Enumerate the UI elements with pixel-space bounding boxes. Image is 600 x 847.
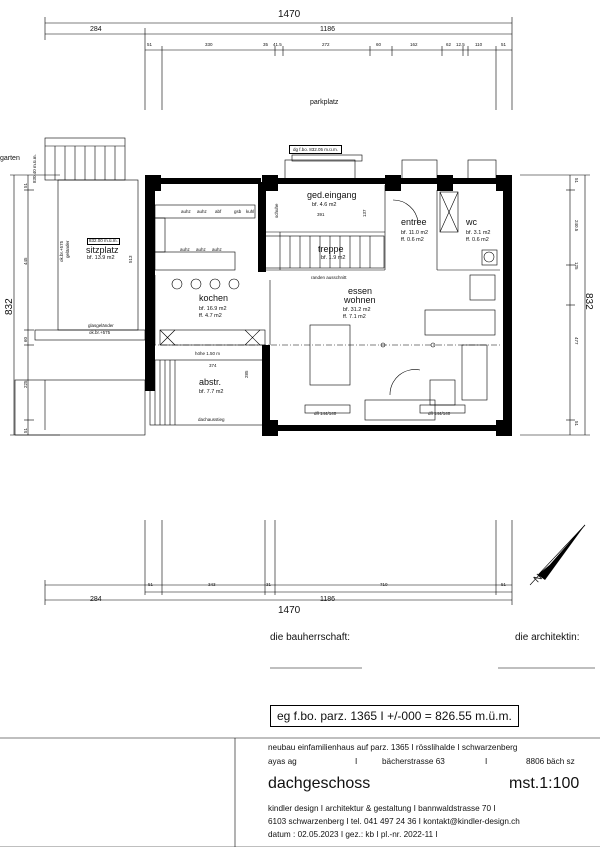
dim-inner-137: 137 bbox=[362, 209, 367, 217]
kitchen-tag-1: auhz bbox=[197, 209, 207, 214]
kitchen-tag-0: auhz bbox=[181, 209, 191, 214]
kitchen-tag-6: auhz bbox=[196, 247, 206, 252]
label-sitzplatz-ok: ok.br.+575 bbox=[59, 240, 64, 262]
dim-left-seg-2: 225 bbox=[23, 380, 28, 388]
room-treppe: treppe bbox=[318, 244, 344, 254]
room-essen-wohnen-ff: ff. 7.1 m2 bbox=[343, 314, 366, 320]
dim-top-total: 1470 bbox=[278, 9, 301, 20]
label-parkplatz: parkplatz bbox=[310, 99, 339, 106]
dim-top-seg-5: 60 bbox=[376, 42, 382, 47]
dim-top-seg-2: 35 bbox=[263, 42, 269, 47]
room-ged-eingang-bf: bf. 4.6 m2 bbox=[312, 202, 337, 208]
signature-client-label: die bauherrschaft: bbox=[270, 632, 351, 643]
room-entree-ff: ff. 0.6 m2 bbox=[401, 237, 424, 243]
dim-right-seg-4: 51 bbox=[574, 421, 579, 427]
dim-top-seg-10: 51 bbox=[501, 42, 507, 47]
room-essen: essen bbox=[348, 286, 373, 296]
dim-top-seg-9: 110 bbox=[475, 42, 483, 47]
room-essen-wohnen-bf: bf. 31.2 m2 bbox=[343, 307, 371, 313]
dim-top-inner: 1186 bbox=[320, 26, 336, 33]
title-date: datum : 02.05.2023 I gez.: kb I pl.-nr. … bbox=[268, 830, 438, 839]
room-treppe-bf: bf. 1.9 m2 bbox=[321, 255, 346, 261]
label-gelaender: glasgeländer bbox=[88, 323, 114, 328]
title-project: neubau einfamilienhaus auf parz. 1365 I … bbox=[268, 743, 518, 752]
dim-top-seg-7: 62 bbox=[446, 42, 452, 47]
room-wc: wc bbox=[466, 217, 477, 227]
signature-architect-label: die architektin: bbox=[515, 632, 580, 643]
room-entree: entree bbox=[401, 217, 427, 227]
dim-bottom-seg-4: 51 bbox=[501, 582, 507, 587]
room-sitzplatz-bf: bf. 13.9 m2 bbox=[87, 255, 115, 261]
window-tag-1: dfl 144/140 bbox=[428, 411, 451, 416]
dim-left-seg-3: 51 bbox=[23, 427, 28, 433]
dim-top-seg-1: 330 bbox=[205, 42, 213, 47]
dim-bottom-total: 1470 bbox=[278, 605, 301, 616]
dim-bottom-seg-3: 710 bbox=[380, 582, 388, 587]
dim-left-seg-1: 60 bbox=[23, 336, 28, 342]
kitchen-tag-2: abf bbox=[215, 209, 222, 214]
kitchen-tag-3: gsb bbox=[234, 209, 242, 214]
label-garten-height: 830.40 m.ü.m. bbox=[32, 154, 37, 183]
dim-bottom-seg-1: 343 bbox=[208, 582, 216, 587]
title-architect: kindler design I architektur & gestaltun… bbox=[268, 804, 496, 813]
label-randen: randen ausschnitt bbox=[311, 275, 347, 280]
sheet-scale: mst.1:100 bbox=[509, 775, 580, 792]
label-gelaender-ok: ok.br.+575 bbox=[89, 330, 111, 335]
room-kochen-ff: ff. 4.7 m2 bbox=[199, 313, 222, 319]
title-client-name: ayas ag bbox=[268, 757, 297, 766]
title-contact: 6103 schwarzenberg I tel. 041 497 24 36 … bbox=[268, 817, 520, 826]
dim-top-seg-6: 162 bbox=[410, 42, 418, 47]
dim-top-left: 284 bbox=[90, 26, 102, 33]
room-wc-bf: bf. 3.1 m2 bbox=[466, 230, 491, 236]
sheet-title: dachgeschoss bbox=[268, 775, 371, 792]
dim-right-seg-2: 125 bbox=[574, 262, 579, 270]
dim-bottom-left: 284 bbox=[90, 596, 102, 603]
kitchen-tag-4: kuhl bbox=[246, 209, 255, 214]
dim-bottom-seg-2: 31 bbox=[266, 582, 272, 587]
title-client-city: 8806 bäch sz bbox=[526, 757, 575, 766]
room-abstr: abstr. bbox=[199, 377, 222, 387]
dim-bottom-seg-0: 51 bbox=[148, 582, 154, 587]
dim-bottom-inner: 1186 bbox=[320, 596, 336, 603]
label-sitzplatz-gel: geländer bbox=[65, 240, 70, 258]
label-dg-level: dg f.bo. 832.05 m.ü.m. bbox=[289, 145, 343, 154]
dim-left-seg-top: 51 bbox=[23, 182, 28, 188]
dim-right-seg-0: 51 bbox=[574, 178, 579, 184]
reference-level-box: eg f.bo. parz. 1365 I +/-000 = 826.55 m.… bbox=[270, 705, 519, 727]
sitzplatz-level: 832.00 m.ü.m. bbox=[87, 238, 120, 245]
room-sitzplatz: sitzplatz bbox=[86, 245, 119, 255]
dim-left-total: 832 bbox=[4, 298, 15, 315]
dim-inner-374: 374 bbox=[209, 363, 217, 368]
title-sep-1: I bbox=[355, 757, 358, 766]
kitchen-tag-7: auhz bbox=[212, 247, 222, 252]
room-wc-ff: ff. 0.6 m2 bbox=[466, 237, 489, 243]
dim-left-seg-0: 445 bbox=[23, 257, 28, 265]
dim-top-seg-4: 272 bbox=[322, 42, 330, 47]
label-schuhe: schuhe bbox=[274, 203, 279, 218]
dim-inner-391: 391 bbox=[317, 212, 325, 217]
label-dachausstieg: dachausstieg bbox=[198, 417, 225, 422]
dim-top-seg-3: 41.5 bbox=[273, 42, 282, 47]
dim-right-seg-3: 477 bbox=[574, 337, 579, 345]
label-garten: garten bbox=[0, 155, 20, 162]
dim-inner-513: 513 bbox=[128, 255, 133, 263]
dim-right-seg-1: 240.5 bbox=[574, 220, 579, 232]
room-kochen: kochen bbox=[199, 293, 229, 303]
kitchen-tag-5: auhz bbox=[180, 247, 190, 252]
dim-right-total: 832 bbox=[583, 293, 594, 310]
label-hoehe: höhe 1.50 m bbox=[195, 351, 221, 356]
dim-inner-285: 285 bbox=[244, 370, 249, 378]
title-client-street: bächerstrasse 63 bbox=[382, 757, 445, 766]
room-ged-eingang: ged.eingang bbox=[307, 190, 357, 200]
room-entree-bf: bf. 11.0 m2 bbox=[401, 230, 429, 236]
room-wohnen: wohnen bbox=[344, 295, 376, 305]
room-abstr-bf: bf. 7.7 m2 bbox=[199, 389, 224, 395]
title-sep-2: I bbox=[485, 757, 488, 766]
dim-top-seg-8: 12.5 bbox=[456, 42, 465, 47]
room-kochen-bf: bf. 16.9 m2 bbox=[199, 306, 227, 312]
dim-top-seg-0: 51 bbox=[147, 42, 153, 47]
window-tag-0: dfl 144/140 bbox=[314, 411, 337, 416]
